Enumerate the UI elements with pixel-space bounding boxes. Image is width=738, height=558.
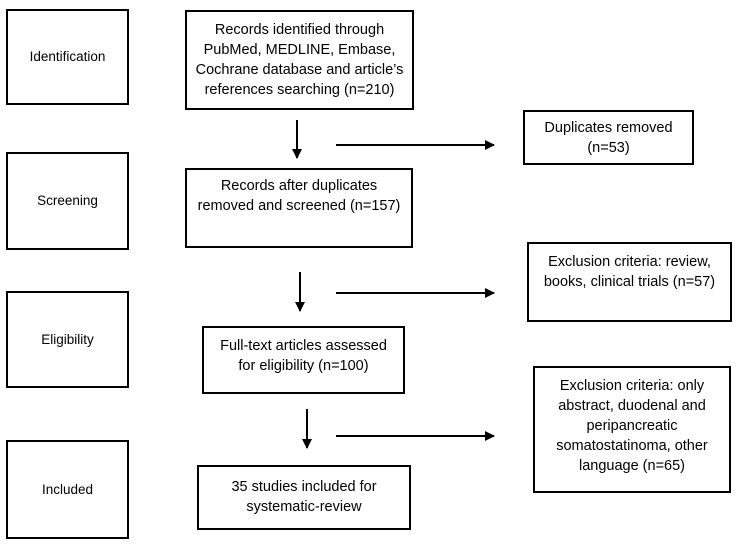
duplicates-removed-text: Duplicates removed (n=53) [544,120,673,156]
screening-exclusion-text: Exclusion criteria: review, books, clini… [543,254,716,290]
eligibility-exclusion-text: Exclusion criteria: only abstract, duode… [556,378,708,474]
screening-exclusion-box: Exclusion criteria: review, books, clini… [527,242,732,322]
stage-identification-box: Identification [6,9,129,105]
stage-eligibility-label: Eligibility [41,331,94,347]
stage-identification-label: Identification [29,49,106,64]
stage-screening-label: Screening [37,193,98,208]
stage-included-box: Included [6,440,129,539]
stage-included-label: Included [41,481,94,497]
records-screened-box: Records after duplicates removed and scr… [185,168,413,248]
eligibility-exclusion-box: Exclusion criteria: only abstract, duode… [533,366,731,493]
stage-screening-box: Screening [6,152,129,250]
fulltext-assessed-box: Full-text articles assessed for eligibil… [202,326,405,394]
fulltext-assessed-text: Full-text articles assessed for eligibil… [220,338,387,374]
stage-eligibility-box: Eligibility [6,291,129,388]
records-identified-text: Records identified through PubMed, MEDLI… [195,22,404,98]
studies-included-text: 35 studies included for systematic-revie… [231,479,377,515]
duplicates-removed-box: Duplicates removed (n=53) [523,110,694,165]
records-identified-box: Records identified through PubMed, MEDLI… [185,10,414,110]
records-screened-text: Records after duplicates removed and scr… [197,178,401,214]
studies-included-box: 35 studies included for systematic-revie… [197,465,411,530]
